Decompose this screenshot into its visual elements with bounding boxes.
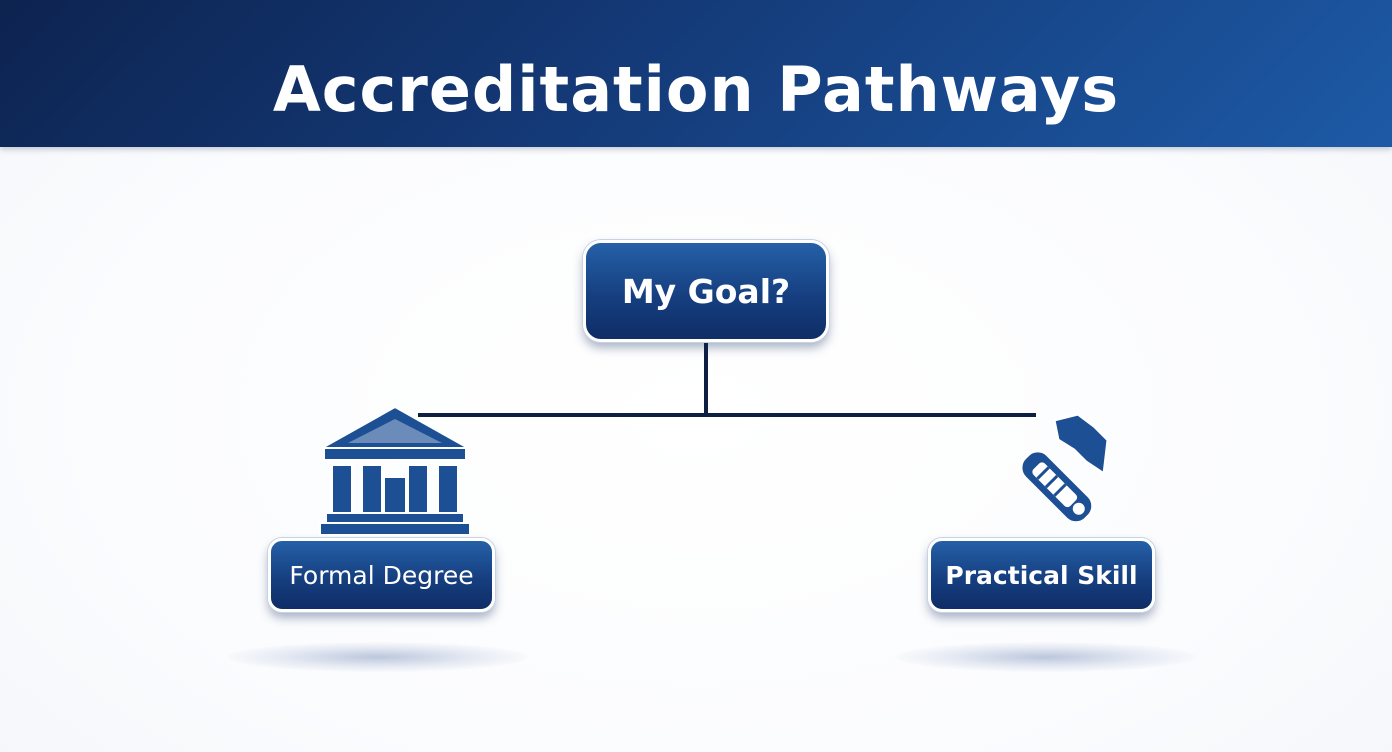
- formal-degree-label: Formal Degree: [289, 560, 474, 590]
- page-title: Accreditation Pathways: [272, 53, 1120, 126]
- header-banner: Accreditation Pathways: [0, 0, 1392, 147]
- bank-building-icon: [318, 405, 472, 536]
- formal-degree-shadow: [228, 642, 528, 672]
- practical-skill-node: Practical Skill: [928, 538, 1155, 612]
- practical-skill-shadow: [896, 642, 1196, 672]
- goal-node-label: My Goal?: [621, 271, 791, 311]
- goal-node: My Goal?: [583, 240, 829, 342]
- practical-skill-label: Practical Skill: [945, 560, 1138, 590]
- hammer-wrench-icon: [1019, 412, 1110, 525]
- formal-degree-node: Formal Degree: [268, 538, 495, 612]
